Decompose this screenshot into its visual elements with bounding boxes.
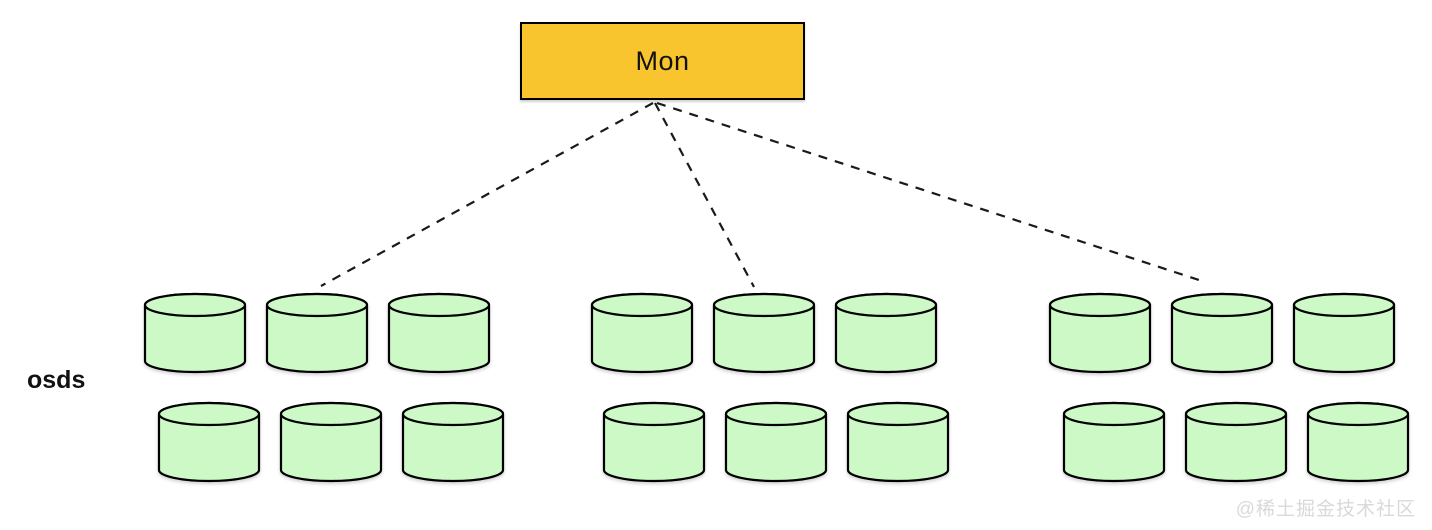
connector-mon-to-group-1 xyxy=(320,102,654,287)
osd-cylinder xyxy=(1292,292,1396,374)
mon-node-label: Mon xyxy=(635,45,690,76)
osd-cylinder xyxy=(143,292,247,374)
osd-cylinder xyxy=(724,401,828,483)
osd-cylinder xyxy=(712,292,816,374)
connector-mon-to-group-2 xyxy=(654,102,755,288)
osd-cylinder xyxy=(265,292,369,374)
osd-cylinder xyxy=(1170,292,1274,374)
osd-cylinder xyxy=(1306,401,1410,483)
connector-mon-to-group-3 xyxy=(656,101,1200,282)
osd-cylinder xyxy=(401,401,505,483)
osd-cylinder xyxy=(602,401,706,483)
osd-cylinder xyxy=(590,292,694,374)
osd-cylinder xyxy=(1062,401,1166,483)
osd-cylinder xyxy=(157,401,261,483)
osd-cylinder xyxy=(1184,401,1288,483)
mon-node: Mon xyxy=(520,22,805,100)
osd-cylinder xyxy=(1048,292,1152,374)
osds-label: osds xyxy=(27,366,86,394)
osd-cylinder xyxy=(387,292,491,374)
osd-cylinder xyxy=(279,401,383,483)
osd-cylinder xyxy=(834,292,938,374)
osd-cylinder xyxy=(846,401,950,483)
watermark: @稀土掘金技术社区 xyxy=(1235,499,1416,520)
